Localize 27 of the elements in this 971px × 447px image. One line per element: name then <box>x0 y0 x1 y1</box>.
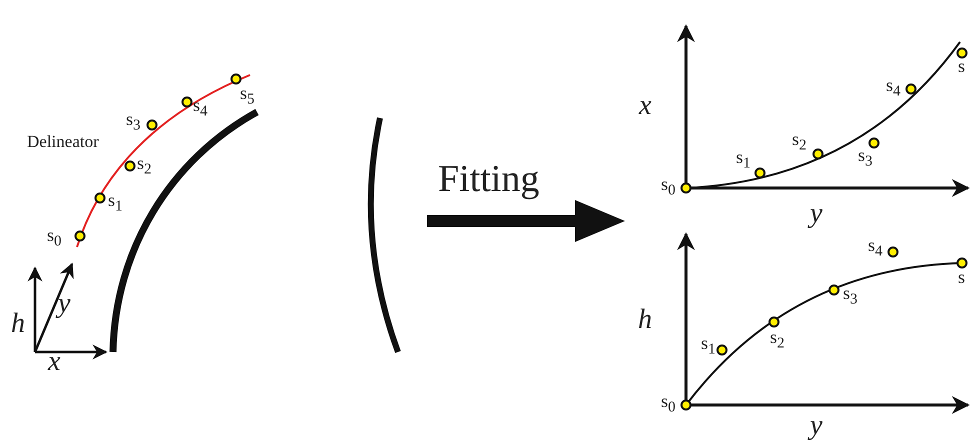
point-label: s <box>958 57 966 75</box>
point-label: s$_{2}$ <box>137 154 152 178</box>
point-label: s$_{3}$ <box>858 146 873 170</box>
point-label: s$_{1}$ <box>108 191 123 215</box>
axis-label: h <box>638 306 652 334</box>
axis-label: y <box>810 412 822 440</box>
point-label: s$_{0}$ <box>661 392 676 416</box>
point-label: s$_{1}$ <box>736 148 751 172</box>
point-label: s$_{1}$ <box>701 334 716 358</box>
point-label: s$_{5}$ <box>240 84 255 108</box>
axis-label: y <box>58 290 70 318</box>
axis-label: h <box>11 310 25 338</box>
point-label: s$_{4}$ <box>868 236 883 260</box>
axis-label: y <box>810 200 822 228</box>
point-label: s$_{3}$ <box>843 284 858 308</box>
fitting-label: Fitting <box>438 160 540 198</box>
point-label: s <box>958 268 966 286</box>
point-label: s$_{2}$ <box>770 328 785 352</box>
point-label: s$_{0}$ <box>47 226 62 250</box>
axis-label: x <box>48 348 60 376</box>
axis-label: x <box>639 92 652 120</box>
delineator-label: Delineator <box>27 133 99 150</box>
point-label: s$_{3}$ <box>126 110 141 134</box>
point-label: s$_{0}$ <box>661 175 676 199</box>
point-label: s$_{4}$ <box>886 76 901 100</box>
point-label: s$_{4}$ <box>193 96 208 120</box>
point-label: s$_{2}$ <box>792 130 807 154</box>
